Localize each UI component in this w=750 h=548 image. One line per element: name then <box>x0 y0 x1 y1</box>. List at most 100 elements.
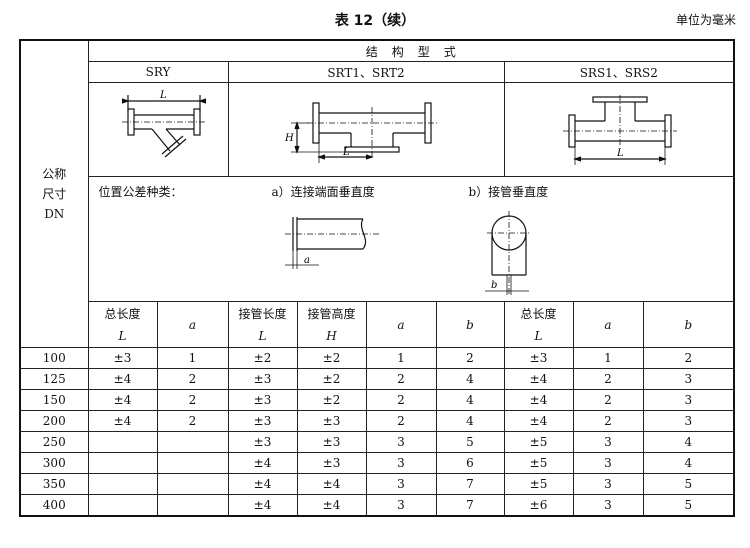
unit-note: 单位为毫米 <box>675 13 736 27</box>
cell-sry-a: 2 <box>156 389 229 411</box>
cell-srt-length: ±4 <box>227 452 298 474</box>
cell-srs-length: ±4 <box>503 389 574 411</box>
cell-srs-a: 3 <box>572 452 644 474</box>
cell-srt-height: ±3 <box>296 410 367 432</box>
cell-srt-b: 5 <box>435 431 505 453</box>
sry-dim-l: L <box>159 90 167 101</box>
cell-sry-a: 2 <box>156 368 229 390</box>
cell-dn: 350 <box>19 473 89 495</box>
cell-sry-a <box>156 473 229 495</box>
tolerance-b-label: b）接管垂直度 <box>468 185 549 199</box>
srt-figure-cell: H L <box>227 82 505 177</box>
srs-figure-cell: L <box>503 82 736 177</box>
cell-srt-b: 4 <box>435 410 505 432</box>
cell-srs-length: ±5 <box>503 431 574 453</box>
cell-dn: 125 <box>19 368 89 390</box>
srt-diagram: H L <box>284 101 437 163</box>
cell-srt-b: 6 <box>435 452 505 474</box>
cell-srt-b: 7 <box>435 473 505 495</box>
cell-srs-a: 3 <box>572 431 644 453</box>
cell-srs-a: 2 <box>572 389 644 411</box>
cell-srt-length: ±3 <box>227 368 298 390</box>
dn-header-line2: 尺寸 <box>42 187 67 201</box>
cell-srt-b: 7 <box>435 494 505 517</box>
cell-srs-length: ±3 <box>503 347 574 369</box>
srs-diagram: L <box>562 94 677 165</box>
cell-sry-a <box>156 452 229 474</box>
cell-srs-b: 4 <box>642 431 736 453</box>
srs-dim-l: L <box>616 148 624 159</box>
cell-sry-length <box>87 452 158 474</box>
cell-srs-a: 3 <box>572 494 644 517</box>
cell-srt-height: ±2 <box>296 368 367 390</box>
cell-srs-b: 5 <box>642 473 736 495</box>
cell-srt-a: 2 <box>365 389 437 411</box>
type-sry: SRY <box>87 61 229 83</box>
tolerance-types-cell: 位置公差种类： a）连接端面垂直度 b）接管垂直度 <box>87 176 736 302</box>
cell-srs-length: ±4 <box>503 410 574 432</box>
cell-srt-height: ±3 <box>296 452 367 474</box>
cell-srs-b: 3 <box>642 389 736 411</box>
col-header-srt-a: a <box>365 301 437 348</box>
cell-srs-length: ±4 <box>503 368 574 390</box>
cell-sry-length: ±4 <box>87 368 158 390</box>
tolerance-types-label: 位置公差种类： <box>98 185 183 199</box>
cell-srs-b: 3 <box>642 410 736 432</box>
cell-srt-a: 1 <box>365 347 437 369</box>
cell-dn: 150 <box>19 389 89 411</box>
cell-srs-a: 3 <box>572 473 644 495</box>
structure-header: 结构型式 <box>87 39 736 62</box>
cell-srs-b: 4 <box>642 452 736 474</box>
type-srt: SRT1、SRT2 <box>227 61 505 83</box>
cell-srt-length: ±3 <box>227 431 298 453</box>
cell-sry-length: ±4 <box>87 410 158 432</box>
cell-srt-height: ±2 <box>296 347 367 369</box>
cell-dn: 400 <box>19 494 89 517</box>
cell-srt-length: ±4 <box>227 494 298 517</box>
cell-srt-b: 4 <box>435 368 505 390</box>
cell-sry-a: 1 <box>156 347 229 369</box>
col-header-sry-a: a <box>156 301 229 348</box>
sry-diagram: L <box>121 90 207 157</box>
cell-srs-b: 3 <box>642 368 736 390</box>
dn-header-line3: DN <box>44 207 65 221</box>
cell-srt-length: ±4 <box>227 473 298 495</box>
cell-srt-a: 3 <box>365 431 437 453</box>
cell-sry-length <box>87 431 158 453</box>
cell-srs-b: 5 <box>642 494 736 517</box>
table-title: 表 12（续） <box>334 13 416 29</box>
cell-sry-length: ±3 <box>87 347 158 369</box>
cell-srt-b: 2 <box>435 347 505 369</box>
cell-sry-length: ±4 <box>87 389 158 411</box>
cell-srt-height: ±3 <box>296 431 367 453</box>
cell-srt-length: ±3 <box>227 410 298 432</box>
cell-dn: 250 <box>19 431 89 453</box>
cell-srt-height: ±4 <box>296 494 367 517</box>
type-srs: SRS1、SRS2 <box>503 61 736 83</box>
cell-srs-length: ±5 <box>503 452 574 474</box>
cell-srs-a: 2 <box>572 368 644 390</box>
cell-srt-length: ±2 <box>227 347 298 369</box>
cell-srs-length: ±6 <box>503 494 574 517</box>
cell-dn: 100 <box>19 347 89 369</box>
cell-srt-a: 3 <box>365 494 437 517</box>
cell-srs-a: 2 <box>572 410 644 432</box>
col-header-srt-b: b <box>435 301 505 348</box>
tolerance-table: 公称 尺寸 DN 结构型式 SRY SRT1、SRT2 SRS1、SRS2 <box>19 39 736 517</box>
tolerance-diagrams: a b <box>284 211 531 295</box>
cell-sry-length <box>87 494 158 517</box>
srt-dim-h: H <box>284 133 294 144</box>
table-caption: 表 12（续） 单位为毫米 <box>0 10 750 30</box>
dn-header: 公称 尺寸 DN <box>19 39 89 348</box>
cell-srt-a: 2 <box>365 410 437 432</box>
